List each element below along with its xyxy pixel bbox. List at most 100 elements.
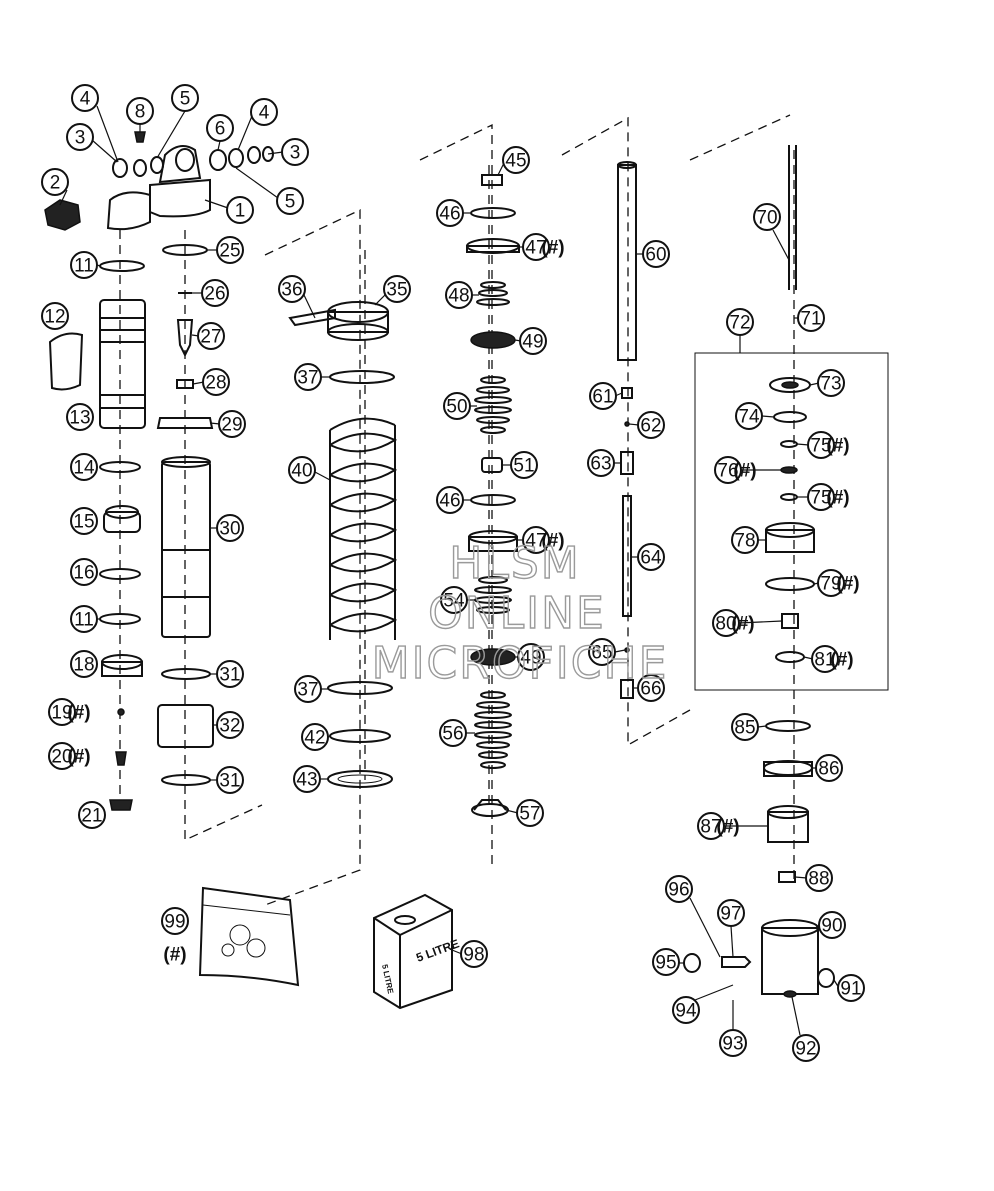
- callout-circle: [48, 698, 76, 726]
- callout-circle: [126, 97, 154, 125]
- callout-61: 61: [589, 382, 617, 410]
- callout-number: 81: [814, 650, 835, 671]
- callout-71: 71: [797, 304, 825, 332]
- callout-40: 40: [288, 456, 316, 484]
- leader-line: [614, 649, 626, 653]
- callout-circle: [697, 812, 725, 840]
- callout-37: 37: [294, 675, 322, 703]
- oil-can-side-label: 5 LITRE: [380, 964, 395, 996]
- callout-number: 31: [219, 665, 240, 686]
- callout-46: 46: [436, 199, 464, 227]
- callout-circle: [66, 403, 94, 431]
- callout-circle: [216, 766, 244, 794]
- callout-85: 85: [731, 713, 759, 741]
- callout-56: 56: [439, 719, 467, 747]
- callout-number: 49: [522, 332, 543, 353]
- callout-80: 80(#): [712, 609, 755, 637]
- callout-circle: [726, 308, 754, 336]
- callout-circle: [731, 713, 759, 741]
- kit-box: [694, 352, 889, 691]
- callout-number: 49: [520, 648, 541, 669]
- leader-line: [303, 294, 316, 319]
- callout-99: 99: [161, 907, 189, 935]
- callout-49: 49: [519, 327, 547, 355]
- callout-circle: [201, 279, 229, 307]
- watermark-line-3: MICROFICHE: [372, 638, 669, 689]
- callout-13: 13: [66, 403, 94, 431]
- leader-line: [156, 110, 186, 159]
- callout-number: 74: [738, 407, 760, 428]
- callout-51: 51: [510, 451, 538, 479]
- callout-circle: [837, 974, 865, 1002]
- callout-hash-mark: (#): [830, 650, 853, 671]
- callout-number: 3: [290, 143, 301, 164]
- callout-circle: [216, 514, 244, 542]
- callout-93: 93: [719, 1029, 747, 1057]
- leader-line: [738, 620, 783, 624]
- callout-number: 5: [180, 89, 191, 110]
- callout-number: 4: [80, 89, 91, 110]
- callout-81: 81(#): [811, 645, 854, 673]
- callout-hash-mark: (#): [826, 488, 849, 509]
- callout-circle: [161, 907, 189, 935]
- callout-21: 21: [78, 801, 106, 829]
- callout-11: 11: [70, 251, 98, 279]
- callout-number: 35: [386, 280, 407, 301]
- callout-circle: [171, 84, 199, 112]
- callout-circle: [278, 275, 306, 303]
- callout-number: 4: [259, 103, 270, 124]
- callout-circle: [440, 586, 468, 614]
- callout-number: 37: [297, 368, 318, 389]
- callout-circle: [735, 402, 763, 430]
- leader-line: [217, 140, 221, 151]
- callout-number: 86: [818, 759, 839, 780]
- callout-65: 65: [588, 638, 616, 666]
- callout-number: 76: [717, 461, 738, 482]
- callout-37: 37: [294, 363, 322, 391]
- callout-circle: [818, 911, 846, 939]
- callout-number: 42: [304, 728, 325, 749]
- callout-73: 73: [817, 369, 845, 397]
- callout-number: 54: [443, 591, 465, 612]
- callout-number: 36: [281, 280, 302, 301]
- callout-circle: [70, 453, 98, 481]
- column4-parts: [617, 161, 637, 699]
- oil-can: 5 LITRE 5 LITRE: [373, 893, 461, 1010]
- callout-number: 29: [221, 415, 242, 436]
- callout-circle: [719, 1029, 747, 1057]
- watermark-line-2: ONLINE: [428, 588, 606, 639]
- callout-number: 50: [446, 397, 467, 418]
- callout-circle: [445, 281, 473, 309]
- callout-number: 3: [75, 128, 86, 149]
- callout-number: 72: [729, 313, 750, 334]
- callout-hash-mark: (#): [733, 461, 756, 482]
- leader-line: [796, 443, 810, 446]
- callout-circle: [70, 507, 98, 535]
- callout-72: 72: [726, 308, 754, 336]
- callout-circle: [817, 369, 845, 397]
- watermark: HLSM ONLINE MICROFICHE: [371, 537, 669, 689]
- callout-circle: [216, 660, 244, 688]
- column5-parts: [683, 145, 889, 998]
- callout-19: 19(#): [48, 698, 91, 726]
- callout-number: 56: [442, 724, 463, 745]
- callout-number: 78: [734, 531, 755, 552]
- callout-number: 12: [44, 307, 65, 328]
- callout-number: 99: [164, 912, 185, 933]
- callout-97: 97: [717, 899, 745, 927]
- callout-circle: [665, 875, 693, 903]
- callout-number: 5: [285, 192, 296, 213]
- callout-15: 15: [70, 507, 98, 535]
- callout-4: 4: [71, 84, 99, 112]
- callout-number: 43: [296, 770, 317, 791]
- seal-kit-bag: [198, 886, 300, 987]
- callout-94: 94: [672, 996, 700, 1024]
- callout-number: 73: [820, 374, 841, 395]
- callout-circle: [197, 322, 225, 350]
- watermark-line-1: HLSM: [449, 538, 581, 589]
- callout-5: 5: [171, 84, 199, 112]
- callout-66: 66: [637, 674, 665, 702]
- callout-hash-mark: (#): [541, 238, 564, 259]
- callout-30: 30: [216, 514, 244, 542]
- callout-63: 63: [587, 449, 615, 477]
